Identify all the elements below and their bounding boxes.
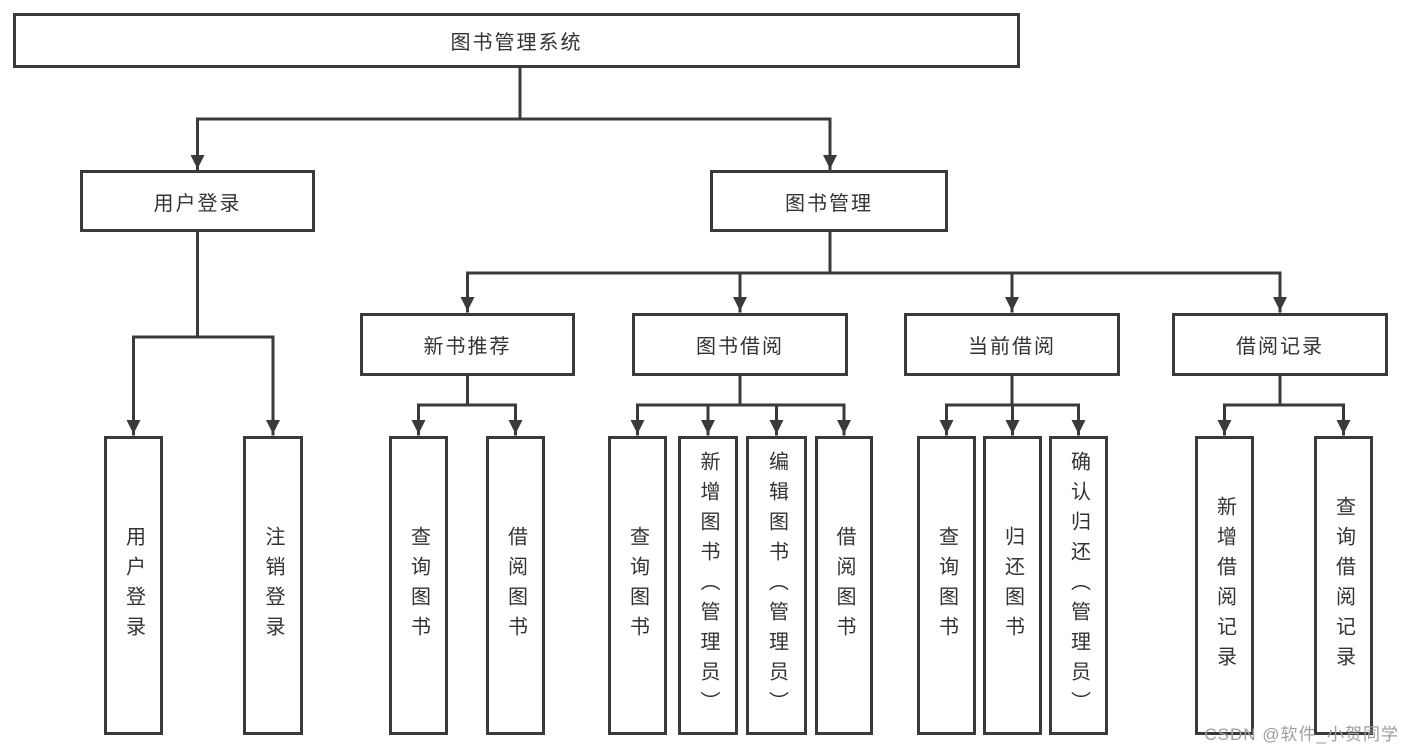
leaf-query-book-2-label: 查询图书: [626, 525, 649, 646]
leaf-user-login-label: 用户登录: [122, 525, 145, 646]
leaf-borrow-book-2: 借阅图书: [815, 436, 873, 735]
leaf-edit-book: 编辑图书（管理员）: [746, 436, 807, 735]
leaf-query-book-1-label: 查询图书: [407, 525, 430, 646]
connector-user-login-branch: [132, 230, 275, 339]
leaf-query-book-1: 查询图书: [389, 436, 448, 735]
leaf-confirm-return: 确认归还（管理员）: [1049, 436, 1108, 735]
leaf-logout: 注销登录: [243, 436, 303, 735]
leaf-add-book: 新增图书（管理员）: [678, 436, 738, 735]
leaf-return-book-label: 归还图书: [1001, 525, 1024, 646]
leaf-borrow-book-2-label: 借阅图书: [833, 525, 855, 646]
leaf-query-book-2: 查询图书: [608, 436, 667, 735]
leaf-query-book-3: 查询图书: [917, 436, 976, 735]
node-new-book-rec-label: 新书推荐: [423, 336, 512, 358]
node-current-borrow-label: 当前借阅: [968, 336, 1056, 358]
leaf-add-record-label: 新增借阅记录: [1213, 495, 1236, 676]
node-book-borrow-label: 图书借阅: [696, 336, 784, 358]
leaf-add-record: 新增借阅记录: [1195, 436, 1254, 735]
node-root-system: 图书管理系统: [13, 13, 1020, 68]
leaf-confirm-return-label: 确认归还（管理员）: [1067, 450, 1090, 721]
connector-book-borrow-branch: [636, 373, 846, 407]
node-user-login-label: 用户登录: [153, 192, 242, 215]
node-book-borrow: 图书借阅: [632, 313, 848, 376]
connector-current-borrow-branch: [945, 373, 1080, 407]
leaf-borrow-book-1: 借阅图书: [486, 436, 545, 735]
node-book-mgmt-label: 图书管理: [785, 192, 873, 215]
node-user-login: 用户登录: [80, 170, 315, 232]
connector-book-mgmt-branch: [466, 230, 1282, 275]
leaf-return-book: 归还图书: [983, 436, 1042, 735]
connector-new-book-rec-branch: [417, 373, 517, 407]
leaf-add-book-label: 新增图书（管理员）: [697, 450, 719, 721]
node-borrow-records-label: 借阅记录: [1236, 336, 1324, 358]
node-new-book-rec: 新书推荐: [360, 313, 575, 376]
node-root-system-label: 图书管理系统: [450, 32, 583, 54]
leaf-edit-book-label: 编辑图书（管理员）: [765, 450, 788, 721]
node-book-mgmt: 图书管理: [710, 170, 948, 232]
leaf-query-record: 查询借阅记录: [1314, 436, 1373, 735]
node-borrow-records: 借阅记录: [1172, 313, 1388, 376]
leaf-query-book-3-label: 查询图书: [935, 525, 958, 646]
leaf-user-login: 用户登录: [104, 436, 163, 735]
node-current-borrow: 当前借阅: [904, 313, 1120, 376]
connector-root-to-level2: [196, 66, 832, 121]
leaf-borrow-book-1-label: 借阅图书: [504, 525, 527, 646]
connector-borrow-records-branch: [1223, 373, 1345, 407]
leaf-logout-label: 注销登录: [262, 525, 284, 646]
csdn-watermark: CSDN @软件_小贺同学: [1204, 725, 1399, 744]
leaf-query-record-label: 查询借阅记录: [1332, 495, 1355, 676]
